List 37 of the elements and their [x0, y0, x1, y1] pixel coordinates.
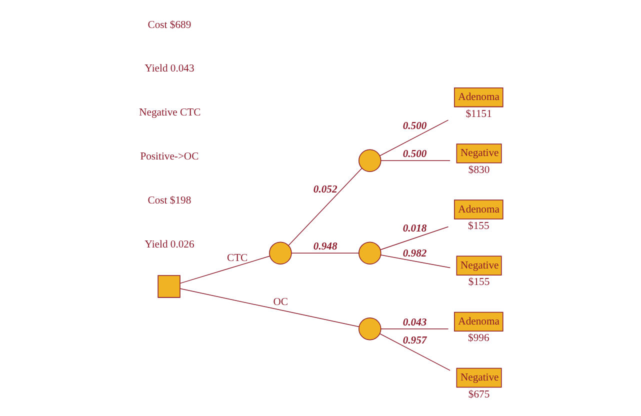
- label: Cost $689: [147, 20, 191, 31]
- connector: [179, 256, 270, 284]
- label: Positive->OC: [140, 152, 198, 163]
- edge-label: 0.500: [402, 148, 426, 160]
- node-label: $996: [468, 333, 489, 344]
- node-box: [157, 275, 180, 298]
- node-label: $155: [468, 277, 490, 288]
- connector: [380, 160, 450, 161]
- label: Cost $198: [147, 196, 191, 207]
- edge-label: 0.948: [312, 241, 337, 252]
- edge-label: OC: [272, 296, 288, 308]
- connector: [290, 252, 359, 254]
- connector: [179, 288, 359, 328]
- node-circle: [358, 318, 381, 340]
- edge-label: 0.018: [402, 223, 426, 234]
- connector: [378, 333, 450, 371]
- edge-label: 0.043: [402, 317, 426, 328]
- label: Negative CTC: [138, 108, 200, 119]
- edge-label: CTC: [226, 252, 248, 264]
- node-circle: [268, 242, 292, 264]
- node-label: $1151: [465, 108, 492, 120]
- node-circle: [358, 242, 381, 264]
- connector: [380, 254, 450, 268]
- node-label: $155: [468, 220, 489, 232]
- label: Yield 0.043: [144, 64, 194, 75]
- edge-label: 0.500: [402, 120, 426, 132]
- connector: [380, 226, 448, 250]
- node-label: $830: [468, 164, 490, 176]
- edge-label: 0.052: [312, 184, 337, 196]
- connector: [288, 168, 362, 246]
- connector: [378, 120, 448, 156]
- edge-label: 0.957: [402, 335, 426, 346]
- node-label: $675: [468, 389, 490, 400]
- connector: [380, 328, 448, 330]
- node-circle: [358, 149, 381, 172]
- label: Yield 0.026: [144, 240, 194, 251]
- edge-label: 0.982: [402, 248, 426, 260]
